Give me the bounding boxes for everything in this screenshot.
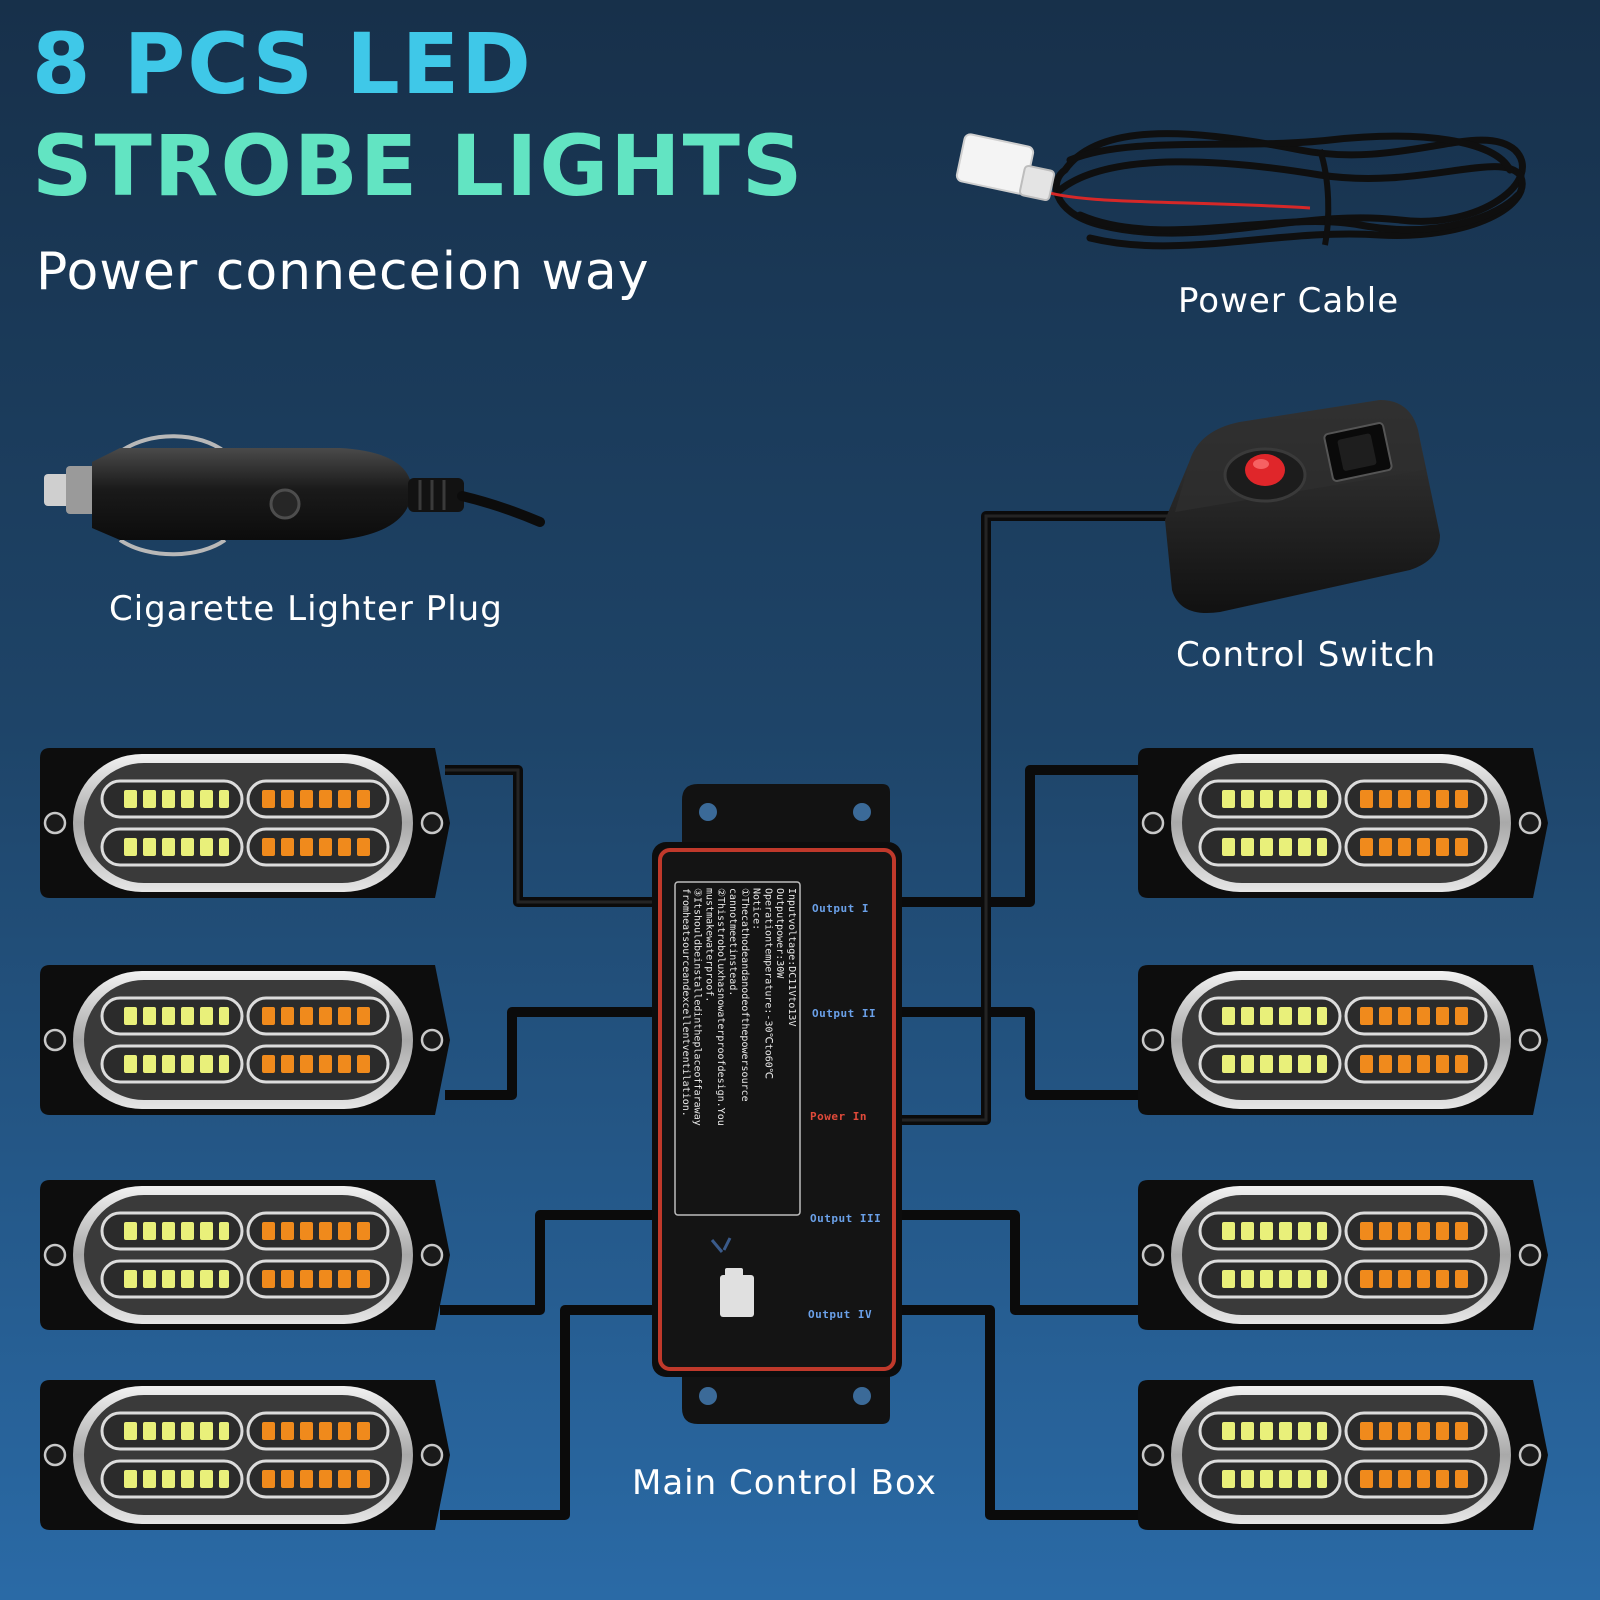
port-output-4: Output IV [808,1308,872,1321]
control-switch-label: Control Switch [1176,635,1437,675]
cigarette-plug-label: Cigarette Lighter Plug [109,589,503,629]
strobe-light-right-3 [1138,1180,1548,1330]
control-box-note-line: Operationtemperature:-30℃to60℃ [762,888,773,1079]
title-line-2: STROBE LIGHTS [32,117,805,215]
control-box-note-line: Notice: [751,888,762,930]
control-box-notes: Inputvoltage:DC11Vto13VOutputpower:30WOp… [680,888,797,1126]
strobe-light-left-3 [40,1180,450,1330]
port-output-1: Output I [812,902,869,915]
port-output-3: Output III [810,1212,881,1225]
control-box-note-line: Outputpower:30W [774,888,785,979]
power-cable-label: Power Cable [1178,281,1400,321]
control-box-label: Main Control Box [632,1463,937,1503]
strobe-light-left-1 [40,748,450,898]
strobe-light-left-2 [40,965,450,1115]
port-power-in: Power In [810,1110,867,1123]
control-box-note-line: ②Thisstroboluxhasnowaterproofdesign.You [715,888,726,1126]
control-box-note-line: Inputvoltage:DC11Vto13V [786,888,797,1026]
strobe-light-right-4 [1138,1380,1548,1530]
title-line-1: 8 PCS LED [32,15,533,113]
control-box-note-line: fromheatsourceandexcellentventilation. [680,888,691,1117]
strobe-light-left-4 [40,1380,450,1530]
control-switch-icon [1165,400,1440,614]
subtitle: Power conneceion way [36,242,650,302]
control-box-note-line: mustmakewaterproof. [703,888,714,1002]
strobe-light-right-2 [1138,965,1548,1115]
control-box-icon: Inputvoltage:DC11Vto13VOutputpower:30WOp… [652,784,902,1424]
control-box-note-line: ③Itshouldbeinstalledintheplaceoffaraway [692,888,703,1126]
strobe-light-right-1 [1138,748,1548,898]
control-box-note-line: ①Thecathodeandanodeofthepowersource [739,888,750,1102]
cigarette-plug-icon [44,434,545,557]
power-cable-icon [955,130,1526,250]
control-box-note-line: cannotmeetinstead. [727,888,738,996]
port-output-2: Output II [812,1007,876,1020]
